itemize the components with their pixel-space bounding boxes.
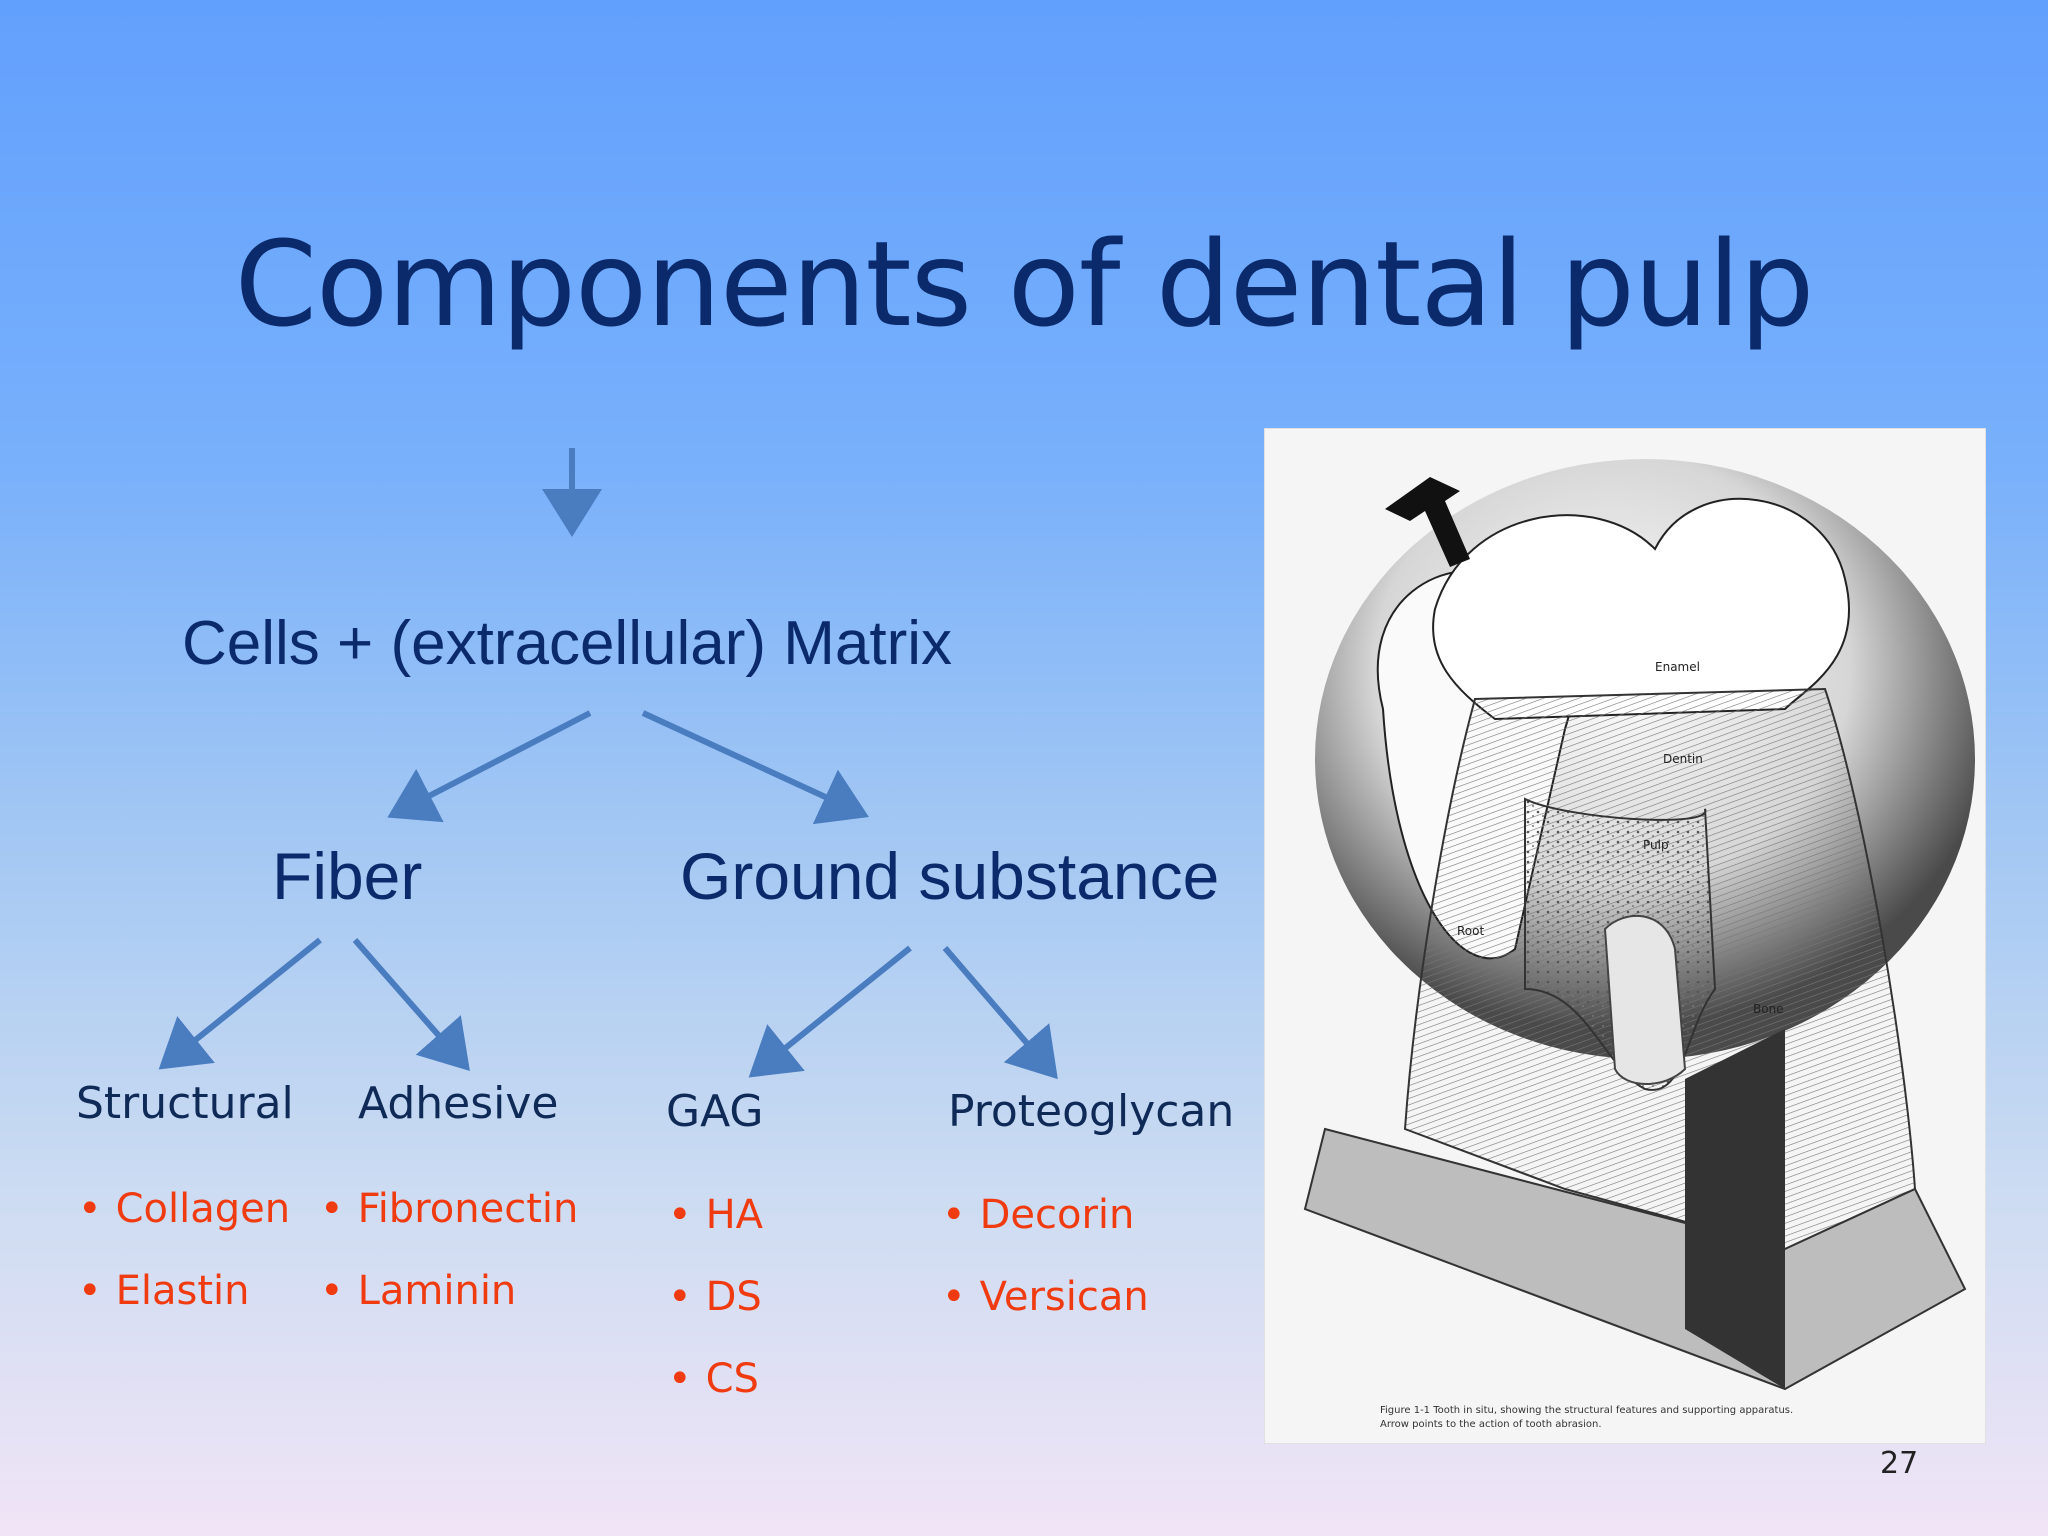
bullet-dot: • bbox=[942, 1274, 966, 1320]
arrow-to-adhesive bbox=[352, 938, 470, 1072]
figure-caption-line1: Figure 1-1 Tooth in situ, showing the st… bbox=[1380, 1405, 1793, 1416]
page-number: 27 bbox=[1880, 1446, 1919, 1481]
label-enamel: Enamel bbox=[1655, 660, 1700, 674]
bullet-laminin: • Laminin bbox=[320, 1268, 516, 1314]
tooth-illustration: Enamel Dentin Pulp Root Bone Figure 1-1 … bbox=[1264, 428, 1986, 1444]
bullet-dot: • bbox=[78, 1186, 102, 1232]
bullet-dot: • bbox=[942, 1192, 966, 1238]
arrow-to-ground bbox=[641, 710, 869, 825]
bullet-dot: • bbox=[668, 1274, 692, 1320]
ground-substance-heading: Ground substance bbox=[680, 839, 1220, 913]
bullet-dot: • bbox=[668, 1192, 692, 1238]
cut-face-shadow bbox=[1685, 1029, 1785, 1389]
matrix-heading: Cells + (extracellular) Matrix bbox=[182, 609, 953, 678]
label-bone: Bone bbox=[1753, 1002, 1784, 1016]
structural-label: Structural bbox=[76, 1078, 294, 1129]
bullet-dot: • bbox=[320, 1186, 344, 1232]
bullet-text: DS bbox=[705, 1274, 762, 1320]
gag-label: GAG bbox=[666, 1086, 764, 1137]
bullet-ha: • HA bbox=[668, 1192, 763, 1238]
arrow-to-fiber bbox=[387, 710, 592, 823]
fiber-heading: Fiber bbox=[272, 839, 423, 913]
bullet-ds: • DS bbox=[668, 1274, 762, 1320]
bullet-fibronectin: • Fibronectin bbox=[320, 1186, 578, 1232]
label-root: Root bbox=[1457, 924, 1484, 938]
bullet-text: Fibronectin bbox=[357, 1186, 579, 1232]
figure-caption-line2: Arrow points to the action of tooth abra… bbox=[1380, 1419, 1602, 1430]
bullet-versican: • Versican bbox=[942, 1274, 1149, 1320]
arrow-to-proteoglycan bbox=[942, 946, 1058, 1080]
bullet-elastin: • Elastin bbox=[78, 1268, 249, 1314]
label-pulp: Pulp bbox=[1643, 838, 1669, 852]
tooth-drawing: Enamel Dentin Pulp Root Bone Figure 1-1 … bbox=[1303, 459, 1975, 1430]
label-dentin: Dentin bbox=[1663, 752, 1703, 766]
bullet-text: Collagen bbox=[115, 1186, 291, 1232]
bullet-decorin: • Decorin bbox=[942, 1192, 1134, 1238]
arrow-to-structural bbox=[158, 937, 322, 1070]
bullet-text: Decorin bbox=[979, 1192, 1135, 1238]
root-canal bbox=[1603, 915, 1687, 1085]
bullet-text: Laminin bbox=[357, 1268, 517, 1314]
bullet-text: HA bbox=[705, 1192, 764, 1238]
adhesive-label: Adhesive bbox=[358, 1078, 559, 1129]
bullet-collagen: • Collagen bbox=[78, 1186, 290, 1232]
proteoglycan-label: Proteoglycan bbox=[948, 1086, 1235, 1137]
bullet-text: CS bbox=[705, 1356, 759, 1402]
abrasion-arrow-icon bbox=[1385, 477, 1470, 567]
bullet-text: Versican bbox=[979, 1274, 1149, 1320]
bullet-dot: • bbox=[668, 1356, 692, 1402]
bullet-cs: • CS bbox=[668, 1356, 759, 1402]
arrow-to-gag bbox=[748, 945, 912, 1078]
bullet-dot: • bbox=[78, 1268, 102, 1314]
slide-title: Components of dental pulp bbox=[234, 215, 1815, 353]
bullet-dot: • bbox=[320, 1268, 344, 1314]
bullet-text: Elastin bbox=[115, 1268, 250, 1314]
